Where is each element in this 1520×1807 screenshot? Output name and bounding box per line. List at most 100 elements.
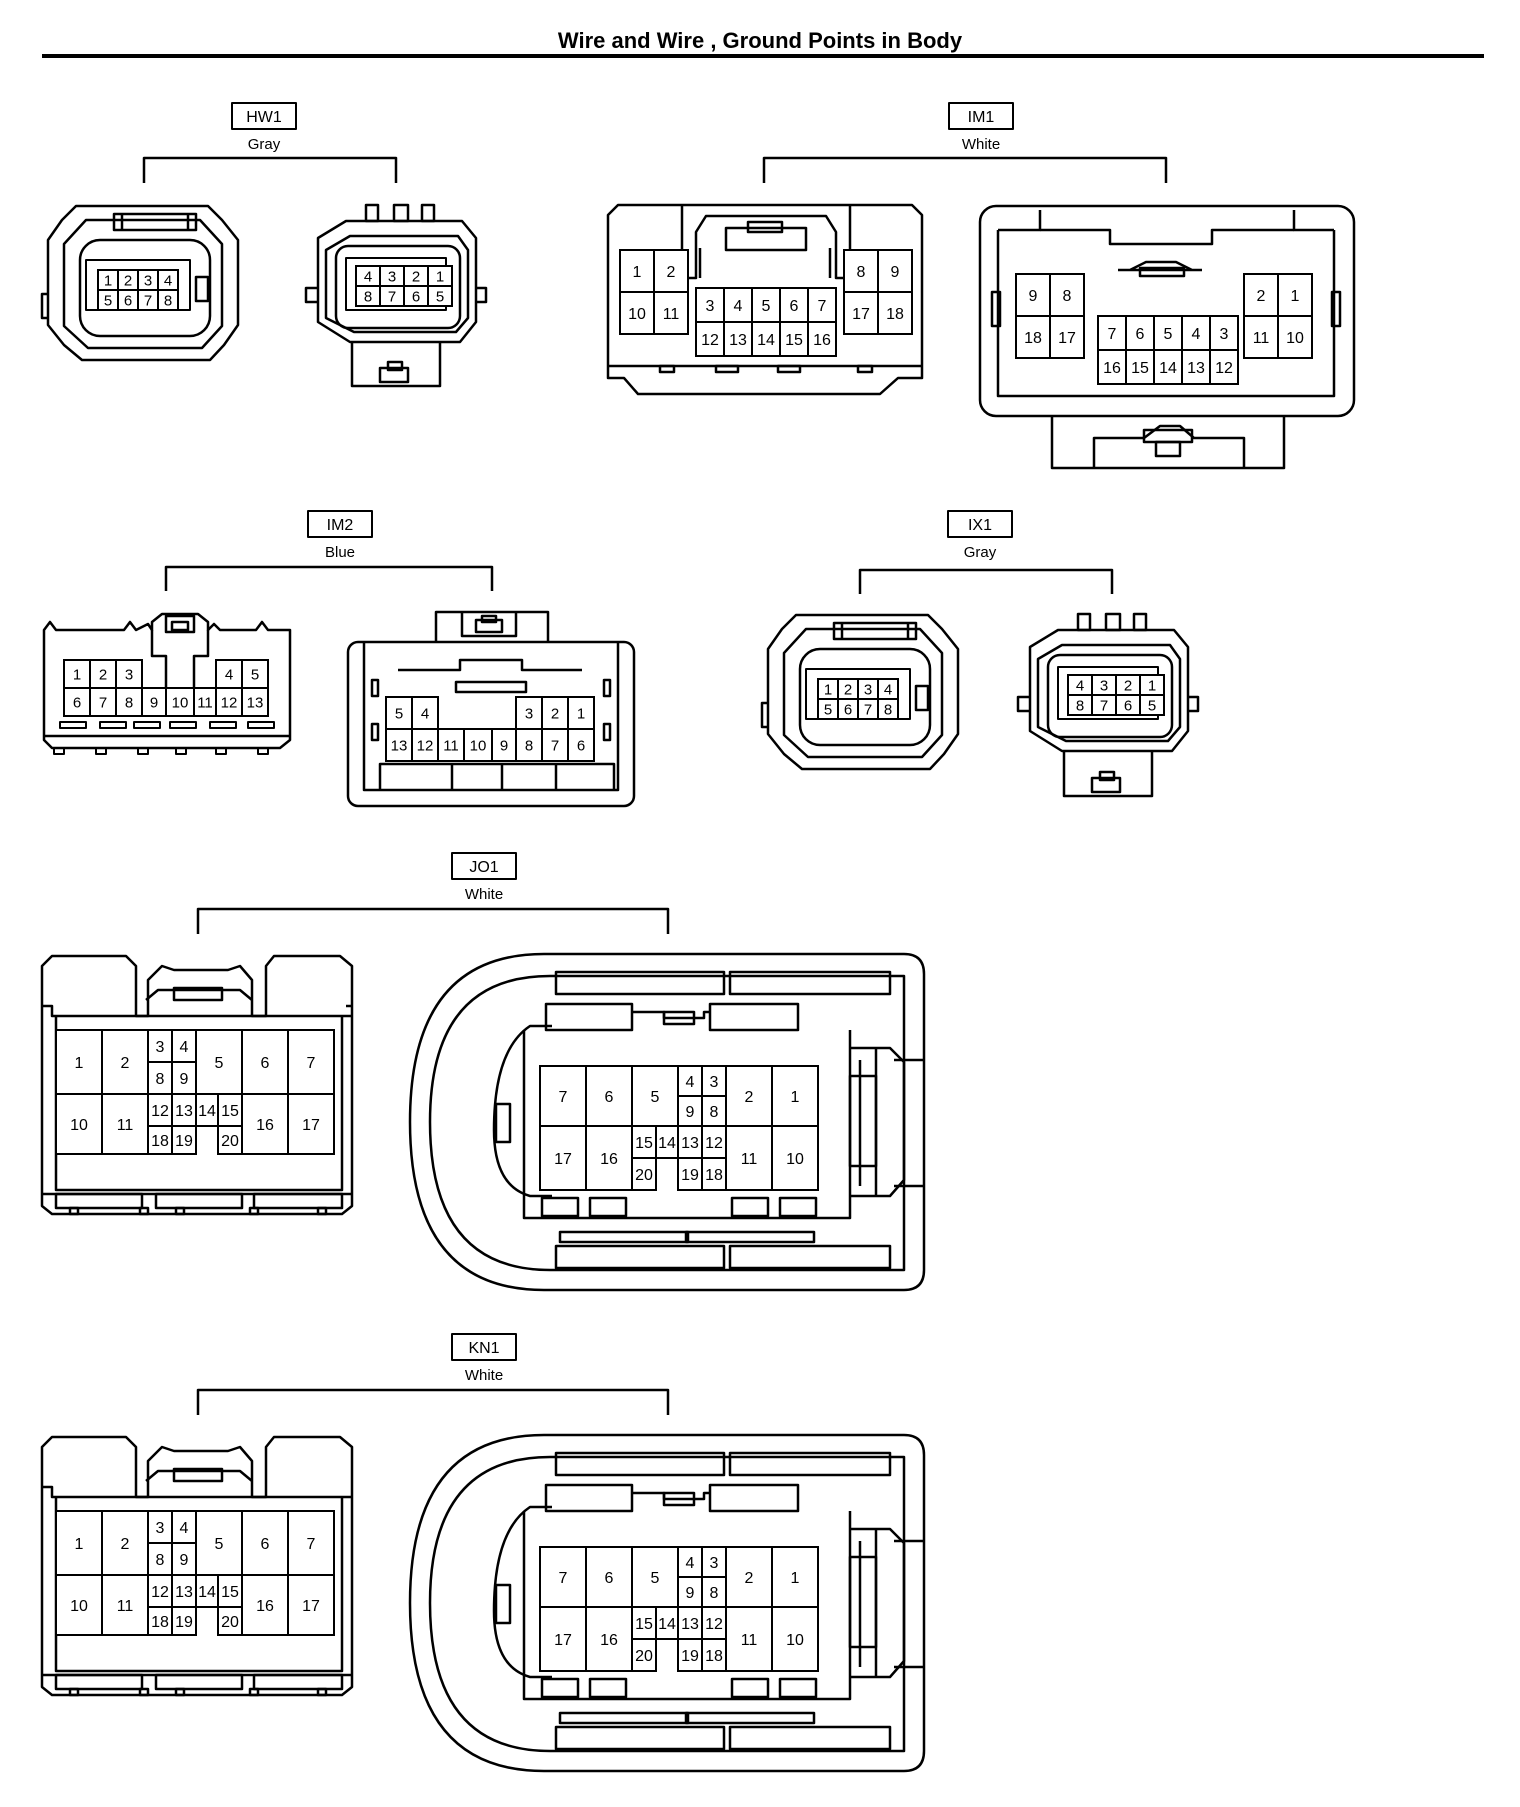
connector-code: HW1 bbox=[246, 109, 282, 126]
pin-number: 5 bbox=[215, 1055, 224, 1072]
pin-number: 14 bbox=[198, 1103, 216, 1120]
pin-cell bbox=[807, 321, 837, 357]
pin-number: 9 bbox=[686, 1585, 695, 1602]
pin-number: 8 bbox=[525, 737, 533, 754]
pin-number: 4 bbox=[421, 705, 429, 722]
pin-number: 11 bbox=[117, 1598, 134, 1615]
pin-number: 6 bbox=[124, 292, 132, 309]
pin-number: 6 bbox=[577, 737, 585, 754]
pin-cell bbox=[771, 1065, 819, 1127]
pin-cell bbox=[751, 287, 781, 323]
pin-number: 1 bbox=[1148, 677, 1156, 694]
connector-bracket bbox=[858, 568, 1114, 594]
pin-number: 5 bbox=[762, 298, 771, 315]
pin-cell bbox=[725, 1606, 773, 1672]
pin-number: 5 bbox=[1148, 697, 1156, 714]
pin-cell bbox=[241, 687, 269, 717]
pin-cell bbox=[701, 1095, 727, 1127]
pin-cell bbox=[287, 1093, 335, 1155]
pin-number: 6 bbox=[261, 1055, 270, 1072]
pin-cell bbox=[585, 1546, 633, 1608]
pin-number: 7 bbox=[559, 1570, 568, 1587]
pin-cell bbox=[171, 1542, 197, 1576]
pin-number: 9 bbox=[686, 1104, 695, 1121]
pin-number: 10 bbox=[786, 1151, 804, 1168]
pin-number: 2 bbox=[1124, 677, 1132, 694]
pin-number: 18 bbox=[151, 1133, 169, 1150]
connector-code-box bbox=[307, 510, 373, 538]
pin-cell bbox=[1181, 315, 1211, 351]
pin-number: 9 bbox=[891, 264, 900, 281]
connector-code-box bbox=[948, 102, 1014, 130]
pin-number: 1 bbox=[633, 264, 642, 281]
pin-number: 17 bbox=[1058, 330, 1076, 347]
pin-number: 7 bbox=[551, 737, 559, 754]
pin-number: 3 bbox=[864, 681, 872, 698]
pin-number: 15 bbox=[221, 1584, 239, 1601]
pin-cell bbox=[215, 659, 243, 689]
pin-cell bbox=[171, 1125, 197, 1155]
pin-number: 16 bbox=[600, 1632, 618, 1649]
connector-im2: IM2 Blue bbox=[42, 510, 636, 808]
connector-code: KN1 bbox=[468, 1340, 499, 1357]
pin-number: 13 bbox=[681, 1135, 699, 1152]
pin-number: 3 bbox=[125, 666, 133, 683]
pin-number: 10 bbox=[470, 737, 487, 754]
pin-number: 11 bbox=[1253, 330, 1270, 347]
pin-cell bbox=[157, 289, 179, 311]
pin-cell bbox=[241, 659, 269, 689]
connector-ix1: IX1 Gray bbox=[760, 510, 1200, 798]
pin-number: 11 bbox=[741, 1632, 758, 1649]
connector-bracket bbox=[142, 156, 398, 183]
connector-code-box bbox=[947, 510, 1013, 538]
connector-color: White bbox=[962, 136, 1000, 153]
pin-cell bbox=[437, 728, 465, 762]
pin-cell bbox=[1049, 315, 1085, 359]
pin-number: 2 bbox=[667, 264, 676, 281]
pin-number: 13 bbox=[175, 1103, 193, 1120]
pin-number: 6 bbox=[790, 298, 799, 315]
pin-number: 8 bbox=[710, 1585, 719, 1602]
pin-cell bbox=[631, 1546, 679, 1608]
pin-number: 5 bbox=[104, 292, 112, 309]
pin-cell bbox=[427, 285, 453, 307]
pin-number: 13 bbox=[681, 1616, 699, 1633]
pin-number: 1 bbox=[791, 1570, 800, 1587]
pin-number: 18 bbox=[886, 306, 904, 323]
pin-number: 17 bbox=[554, 1632, 572, 1649]
connector-bracket bbox=[196, 907, 670, 934]
pin-cell bbox=[723, 321, 753, 357]
pin-cell bbox=[411, 696, 439, 730]
pin-cell bbox=[55, 1510, 103, 1576]
pin-number: 6 bbox=[73, 694, 81, 711]
pin-number: 10 bbox=[628, 306, 646, 323]
pin-number: 11 bbox=[443, 737, 459, 754]
pin-number: 1 bbox=[824, 681, 832, 698]
pin-cell bbox=[287, 1574, 335, 1636]
pin-cell bbox=[695, 287, 725, 323]
pin-number: 1 bbox=[577, 705, 585, 722]
pin-number: 6 bbox=[605, 1089, 614, 1106]
pin-number: 7 bbox=[307, 1055, 316, 1072]
pin-cell bbox=[141, 687, 167, 717]
pin-cell bbox=[751, 321, 781, 357]
pin-number: 5 bbox=[651, 1089, 660, 1106]
pin-cell bbox=[287, 1029, 335, 1095]
pin-cell bbox=[877, 249, 913, 293]
pin-number: 4 bbox=[734, 298, 743, 315]
pin-number: 5 bbox=[251, 666, 259, 683]
pin-cell bbox=[241, 1093, 289, 1155]
pin-number: 4 bbox=[1076, 677, 1084, 694]
connector-code-box bbox=[451, 1333, 517, 1361]
pin-number: 6 bbox=[1124, 697, 1132, 714]
pin-cell bbox=[877, 291, 913, 335]
pin-cell bbox=[1209, 349, 1239, 385]
pin-number: 16 bbox=[600, 1151, 618, 1168]
pin-number: 2 bbox=[121, 1536, 130, 1553]
pin-number: 4 bbox=[686, 1074, 695, 1091]
pin-number: 3 bbox=[1100, 677, 1108, 694]
pin-number: 18 bbox=[705, 1648, 723, 1665]
pin-number: 17 bbox=[554, 1151, 572, 1168]
